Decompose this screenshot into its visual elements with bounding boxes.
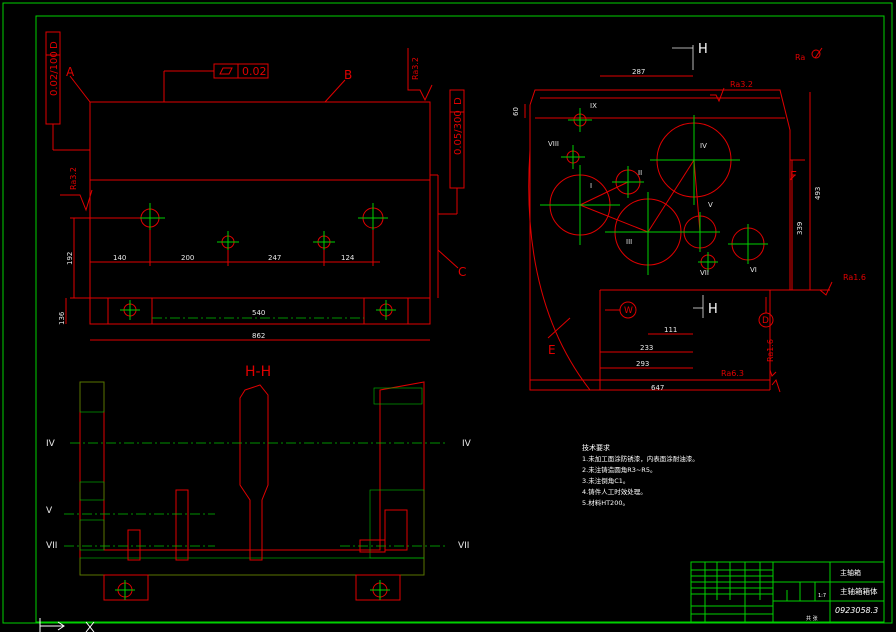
label-e: E — [548, 343, 556, 357]
roughness-mark: Ra — [795, 53, 805, 62]
rough-bottom: Ra6.3 — [721, 369, 744, 378]
dim-233: 233 — [640, 344, 653, 352]
note-5: 5.材料HT200。 — [582, 498, 629, 507]
title-block: 主轴箱 主轴箱箱体 0923058.3 1:7 共 张 — [690, 561, 885, 623]
shaft-v: V — [708, 201, 713, 209]
shaft-ii: II — [638, 169, 642, 177]
sheet-info: 共 张 — [806, 615, 818, 622]
shaft-viii: VIII — [548, 140, 559, 148]
title-row1: 主轴箱 — [840, 568, 861, 577]
front-body — [89, 101, 431, 299]
dim-192: 192 — [66, 252, 74, 265]
label-a: A — [66, 65, 75, 79]
rough-side-top: Ra3.2 — [730, 80, 753, 89]
tol-left-1: 0.02/100 — [49, 51, 60, 96]
shaft-iv: IV — [700, 142, 707, 150]
dim-111: 111 — [664, 326, 677, 334]
rough-right: Ra1.6 — [843, 273, 866, 282]
dim-60: 60 — [512, 107, 520, 116]
rough-left: Ra3.2 — [69, 167, 78, 190]
dim-247: 247 — [268, 254, 281, 262]
axis-vii-right: VII — [458, 541, 469, 551]
side-view: H H 287 60 Ra3.2 Ra F E 493 339 Ra1.6 Ra… — [512, 42, 866, 393]
shaft-iii: III — [626, 238, 632, 246]
rough-top: Ra3.2 — [411, 57, 420, 80]
shaft-vii: VII — [700, 269, 709, 277]
dim-140: 140 — [113, 254, 126, 262]
dim-862: 862 — [252, 332, 265, 340]
dim-339: 339 — [796, 222, 804, 235]
note-1: 1.未加工面涂防锈漆，内表面涂耐油漆。 — [582, 454, 699, 463]
axis-vii-left: VII — [46, 541, 57, 551]
drawing-no: 0923058.3 — [835, 606, 878, 615]
tol-right-datum: D — [453, 97, 464, 105]
ucs-icon — [39, 618, 95, 632]
axis-iv-right: IV — [462, 439, 472, 449]
axis-v-left: V — [46, 506, 53, 516]
section-view: H-H IV IV V VII VII — [46, 364, 472, 601]
part-name: 主轴箱箱体 — [840, 586, 878, 596]
dim-293: 293 — [636, 360, 649, 368]
dim-200: 200 — [181, 254, 194, 262]
tol-right-1: 0.05/300 — [453, 110, 464, 155]
datum-d: D — [762, 316, 769, 326]
dim-287: 287 — [632, 68, 645, 76]
dim-540: 540 — [252, 309, 265, 317]
outer-frame — [2, 2, 893, 624]
rough-right2: Ra1.6 — [766, 339, 775, 362]
section-h-top: H — [698, 42, 708, 57]
dim-124: 124 — [341, 254, 355, 262]
label-f: F — [790, 169, 797, 183]
note-2: 2.未注铸造圆角R3~R5。 — [582, 465, 656, 474]
note-4: 4.铸件人工时效处理。 — [582, 487, 647, 496]
inner-frame — [35, 15, 885, 623]
axis-iv-left: IV — [46, 439, 56, 449]
label-b: B — [344, 68, 352, 82]
dim-493: 493 — [814, 187, 822, 200]
label-c: C — [458, 265, 466, 279]
note-3: 3.未注倒角C1。 — [582, 476, 629, 485]
dim-136: 136 — [58, 311, 66, 325]
dim-647: 647 — [651, 384, 664, 392]
shaft-ix: IX — [590, 102, 597, 110]
scale: 1:7 — [818, 593, 826, 599]
notes-heading: 技术要求 — [582, 443, 610, 452]
section-title: H-H — [245, 364, 271, 380]
shaft-i: I — [590, 182, 592, 190]
datum-w: W — [624, 306, 633, 316]
front-view: 0.02/100 D 0.02 0.05/300 D A B C Ra3.2 R… — [45, 31, 466, 341]
section-h-bottom: H — [708, 302, 718, 317]
shaft-vi: VI — [750, 266, 757, 274]
flatness-tol: 0.02 — [242, 65, 267, 78]
tol-left-datum: D — [49, 41, 60, 49]
technical-notes: 技术要求 1.未加工面涂防锈漆，内表面涂耐油漆。 2.未注铸造圆角R3~R5。 … — [582, 443, 699, 507]
